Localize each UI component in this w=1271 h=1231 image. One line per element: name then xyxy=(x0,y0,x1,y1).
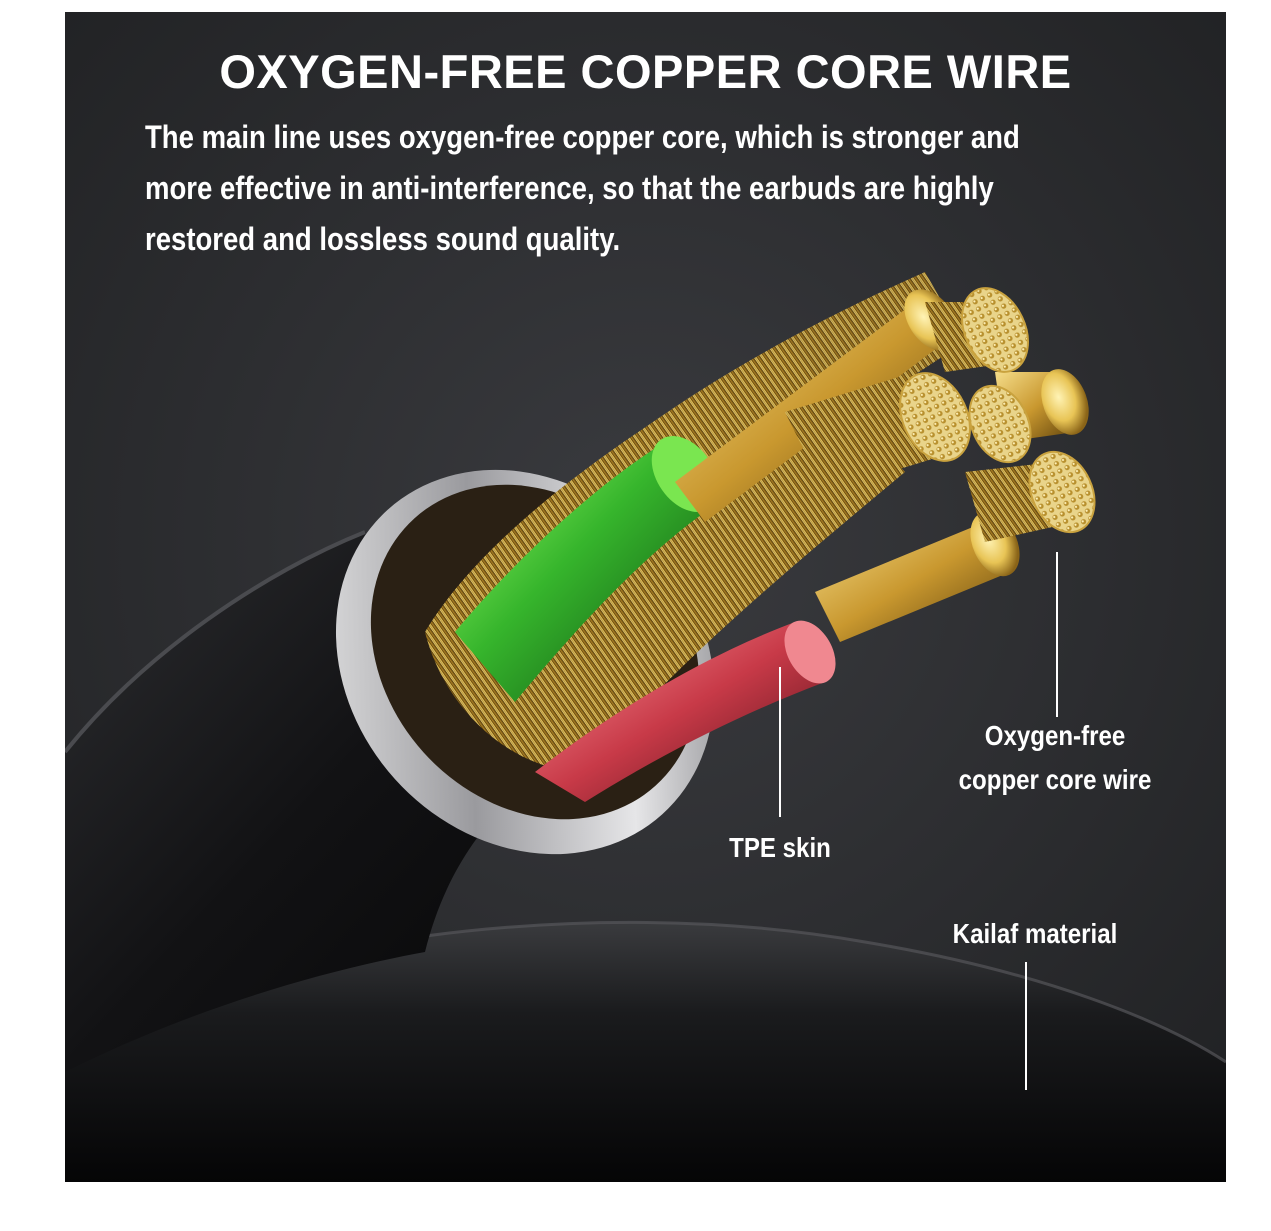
headline: OXYGEN-FREE COPPER CORE WIRE xyxy=(219,45,1072,98)
product-image: OXYGEN-FREE COPPER CORE WIRE The main li… xyxy=(65,12,1226,1182)
description-line: more effective in anti-interference, so … xyxy=(145,170,994,206)
kailaf-material-label: Kailaf material xyxy=(952,918,1118,949)
description-line: restored and lossless sound quality. xyxy=(145,221,621,257)
tpe-skin-label: TPE skin xyxy=(729,832,831,863)
description: The main line uses oxygen-free copper co… xyxy=(145,112,1177,265)
description-line: The main line uses oxygen-free copper co… xyxy=(145,119,1020,155)
copper-core-label: Oxygen-free copper core wire xyxy=(952,714,1158,802)
cable-illustration xyxy=(65,12,1226,1182)
copper-core-label-line: Oxygen-free xyxy=(984,720,1126,751)
copper-core-label-line: copper core wire xyxy=(958,764,1152,795)
